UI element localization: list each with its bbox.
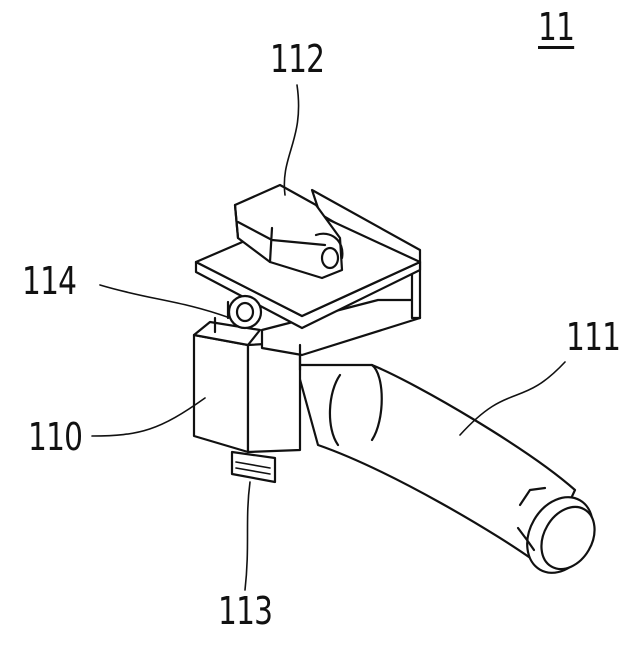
ref-label-112: 112 (270, 40, 324, 78)
ref-label-110: 110 (28, 418, 82, 456)
leader-112 (284, 85, 298, 195)
ref-label-111: 111 (566, 318, 620, 356)
cylinder-part (296, 365, 606, 585)
ref-label-114: 114 (22, 262, 76, 300)
ref-label-113: 113 (218, 592, 272, 630)
leader-110 (92, 398, 205, 436)
figure-label: 11 (538, 8, 574, 46)
roller (229, 296, 261, 328)
leader-113 (245, 482, 250, 590)
leader-114 (100, 285, 230, 318)
lower-tab (232, 452, 275, 482)
